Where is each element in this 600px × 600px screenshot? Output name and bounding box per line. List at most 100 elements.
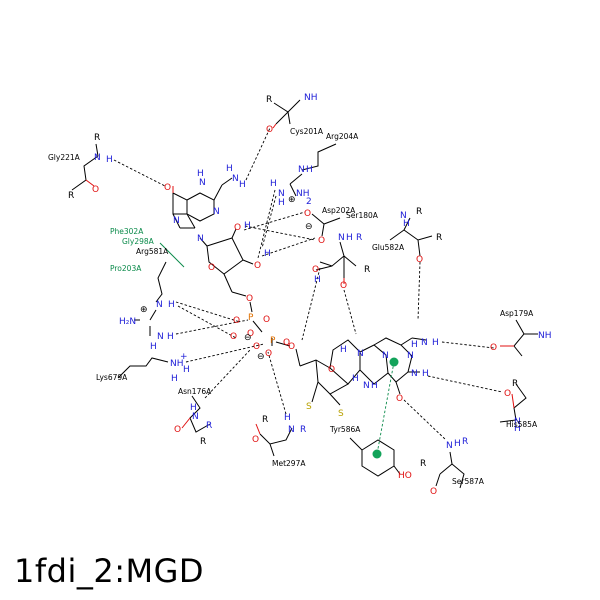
svg-text:H: H (514, 424, 521, 434)
svg-text:O: O (504, 389, 511, 399)
svg-text:H: H (422, 369, 429, 379)
ligand-bonds (172, 177, 427, 406)
svg-text:N: N (338, 233, 345, 243)
residue-bonds (71, 99, 538, 489)
residue-ser180a: Ser180A (346, 211, 379, 220)
svg-text:O: O (247, 329, 254, 339)
svg-text:P: P (270, 336, 276, 346)
svg-text:N: N (288, 425, 295, 435)
svg-text:N: N (197, 234, 204, 244)
svg-text:N: N (363, 381, 370, 391)
pi-centroid-tyr (372, 449, 382, 459)
svg-text:O: O (252, 435, 259, 445)
hydrophobic-gly298a: Gly298A (122, 237, 155, 246)
svg-text:O: O (208, 263, 215, 273)
svg-text:O: O (266, 125, 273, 135)
svg-text:R: R (300, 425, 306, 435)
pi-centroid-pterin (389, 357, 399, 367)
residue-asp202a: Asp202A (322, 206, 356, 215)
svg-text:⊕: ⊕ (140, 305, 148, 315)
svg-text:2: 2 (306, 197, 312, 207)
svg-text:NH: NH (304, 93, 318, 103)
svg-text:H: H (171, 374, 178, 384)
svg-text:O: O (234, 223, 241, 233)
svg-text:⊖: ⊖ (244, 333, 252, 343)
pi-stack-line (376, 361, 395, 455)
svg-text:S: S (306, 402, 312, 412)
atom-labels: O H N H N H N N N O O H O H O P O O O ⊖ … (68, 93, 552, 497)
svg-text:N: N (357, 349, 364, 359)
svg-text:H₂N: H₂N (119, 317, 136, 327)
svg-text:H: H (106, 155, 113, 165)
svg-text:H: H (454, 439, 461, 449)
svg-text:R: R (364, 265, 370, 275)
svg-text:H: H (226, 164, 233, 174)
svg-text:O: O (490, 343, 497, 353)
svg-text:NH: NH (538, 331, 552, 341)
svg-text:N: N (173, 216, 180, 226)
svg-text:S: S (338, 409, 344, 419)
svg-text:H: H (306, 165, 313, 175)
svg-text:R: R (200, 437, 206, 447)
svg-text:O: O (318, 236, 325, 246)
svg-text:O: O (233, 316, 240, 326)
svg-text:H: H (411, 340, 418, 350)
svg-text:O: O (283, 338, 290, 348)
svg-text:⊕: ⊕ (288, 195, 296, 205)
svg-text:N: N (156, 300, 163, 310)
ligand-caption: 1fdi_2:MGD (14, 552, 205, 590)
svg-text:H: H (197, 169, 204, 179)
svg-text:O: O (164, 183, 171, 193)
residue-tyr586a: Tyr586A (329, 425, 361, 434)
residue-lys679a: Lys679A (96, 373, 128, 382)
svg-text:O: O (328, 365, 335, 375)
svg-text:N: N (94, 153, 101, 163)
svg-text:H: H (264, 249, 271, 259)
svg-text:N: N (278, 189, 285, 199)
svg-text:H: H (346, 233, 353, 243)
svg-text:O: O (254, 261, 261, 271)
svg-text:⊖: ⊖ (305, 222, 313, 232)
hydrogen-bonds (113, 127, 503, 441)
svg-text:H: H (183, 365, 190, 375)
svg-text:P: P (248, 313, 254, 323)
residue-his585a: His585A (506, 420, 538, 429)
residue-labels: Cys201A Arg204A Gly221A Asp202A Ser180A … (48, 127, 538, 486)
svg-text:H: H (371, 381, 378, 391)
svg-text:N: N (382, 351, 389, 361)
svg-text:N: N (446, 441, 453, 451)
svg-text:H: H (403, 219, 410, 229)
svg-text:H: H (340, 345, 347, 355)
svg-text:O: O (230, 332, 237, 342)
residue-asp179a: Asp179A (500, 309, 534, 318)
svg-text:N: N (157, 332, 164, 342)
svg-text:R: R (416, 207, 422, 217)
svg-text:H: H (284, 413, 291, 423)
svg-text:H: H (167, 332, 174, 342)
svg-text:N: N (514, 417, 521, 427)
svg-text:R: R (206, 421, 212, 431)
svg-text:HO: HO (398, 471, 412, 481)
svg-text:O: O (416, 255, 423, 265)
svg-text:N: N (213, 207, 220, 217)
residue-cys201a: Cys201A (290, 127, 324, 136)
svg-text:H: H (352, 374, 359, 384)
svg-text:R: R (436, 233, 442, 243)
svg-text:R: R (462, 437, 468, 447)
svg-text:N: N (199, 178, 206, 188)
svg-text:R: R (266, 95, 272, 105)
svg-text:N: N (298, 165, 305, 175)
svg-text:H: H (190, 403, 197, 413)
svg-text:O: O (304, 209, 311, 219)
residue-asn176a: Asn176A (178, 387, 212, 396)
svg-text:O: O (430, 487, 437, 497)
svg-text:O: O (263, 315, 270, 325)
hydrophobic-pro203a: Pro203A (110, 264, 142, 273)
residue-glu582a: Glu582A (372, 243, 405, 252)
svg-text:H: H (270, 179, 277, 189)
residue-met297a: Met297A (272, 459, 306, 468)
svg-text:O: O (312, 265, 319, 275)
svg-text:N: N (232, 174, 239, 184)
svg-text:R: R (512, 379, 518, 389)
